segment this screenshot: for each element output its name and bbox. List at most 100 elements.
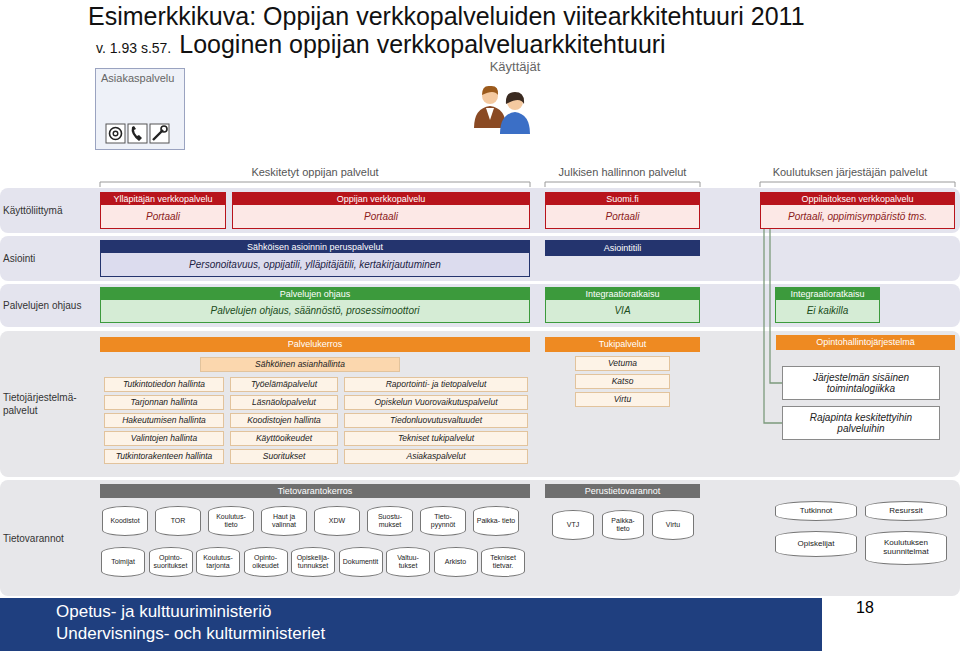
service-item: Koodistojen hallinta — [230, 413, 338, 428]
data-store: Paikka- tieto — [602, 510, 644, 540]
service-box: IntegraatioratkaisuEi kaikilla — [775, 287, 880, 323]
node-text: Järjestelmän sisäinen toimintalogiikka — [783, 371, 939, 396]
node-text: Koodistot — [109, 517, 140, 525]
connector-line — [764, 229, 782, 423]
box-body: Ei kaikilla — [776, 300, 879, 322]
service-item: Käyttöoikeudet — [230, 431, 338, 446]
node-text: Hakeutumisen hallinta — [120, 416, 208, 426]
data-store: Opinto- oikeudet — [244, 547, 288, 577]
data-store: Arkisto — [434, 547, 478, 577]
node-text: Tutkinnot — [799, 507, 834, 516]
data-store: TOR — [155, 506, 201, 536]
node-text: Palvelukerros — [285, 339, 346, 349]
page-number: 18 — [845, 598, 885, 617]
node-text: Opiskelun Vuorovaikutuspalvelut — [372, 398, 499, 408]
box-body: Portaali, oppimisympäristö tms. — [761, 205, 954, 228]
node-text: Läsnäolopalvelut — [250, 398, 318, 408]
node-text: Koodistojen hallinta — [245, 416, 323, 426]
service-item: Tekniset tukipalvelut — [344, 431, 528, 446]
data-store: Suostu- mukset — [367, 506, 413, 536]
column-heading: Koulutuksen järjestäjän palvelut — [740, 166, 960, 179]
data-store: Toimijat — [101, 547, 145, 577]
node-text: Dokumentit — [342, 558, 379, 566]
column-heading: Keskitetyt oppijan palvelut — [190, 166, 440, 179]
node-text: Opinto- suoritukset — [150, 554, 192, 569]
node-text: Asiointitili — [601, 243, 645, 253]
header-bar: Perustietovarannot — [545, 484, 700, 498]
service-item: Valintojen hallinta — [104, 431, 224, 446]
node-text: Tieto- pyynnöt — [421, 513, 465, 528]
service-box: Palvelujen ohjausPalvelujen ohjaus, sään… — [100, 287, 530, 323]
node-text: Tukipalvelut — [596, 339, 650, 349]
box-heading: Oppijan verkkopalvelu — [233, 193, 529, 205]
node-text: TOR — [170, 517, 187, 525]
node-text: Opintohallintojärjestelmä — [813, 337, 918, 347]
service-item: Vetuma — [575, 356, 670, 371]
node-text: Asiointi — [0, 252, 94, 265]
subtitle: Looginen oppijan verkkopalveluarkkitehtu… — [179, 30, 665, 59]
node-text: Suoritukset — [261, 452, 308, 462]
service-item: Sähköinen asianhallinta — [200, 357, 400, 372]
data-store: Tekniset tietvar. — [481, 547, 525, 577]
node-text: Opiskelija- tunnukset — [292, 554, 334, 569]
layer-band: AsiointiSähköisen asioinnin peruspalvelu… — [0, 236, 960, 281]
box-heading: Palvelujen ohjaus — [101, 288, 529, 300]
node-text: Tietovarantokerros — [275, 486, 356, 496]
node-text: Opiskelijat — [797, 540, 836, 549]
box-body: Palvelujen ohjaus, säännöstö, prosessimo… — [101, 300, 529, 322]
service-item: Hakeutumisen hallinta — [104, 413, 224, 428]
layer-band: TietovarannotTietovarantokerrosKoodistot… — [0, 480, 960, 596]
service-box: Suomi.fiPortaali — [545, 192, 700, 229]
box-body: Portaali — [233, 205, 529, 228]
node-text: Tekniset tukipalvelut — [396, 434, 476, 444]
node-text: XDW — [328, 517, 346, 525]
data-store: Koodistot — [102, 506, 148, 536]
group-bracket — [100, 182, 955, 187]
service-item: Tutkintorakenteen hallinta — [104, 449, 224, 464]
data-store: Dokumentit — [339, 547, 383, 577]
node-text: Palvelujen ohjaus — [0, 299, 94, 312]
data-store: VTJ — [552, 510, 594, 540]
node-text: Raportointi- ja tietopalvelut — [384, 380, 489, 390]
node-text: Paikka- tieto — [603, 517, 643, 532]
box-body: VIA — [546, 300, 699, 322]
node-text: Tekniset tietvar. — [482, 554, 524, 569]
header-bar: Tietovarantokerros — [100, 484, 530, 498]
node-text: Toimijat — [110, 558, 136, 566]
box-body: Personoitavuus, oppijatili, ylläpitäjäti… — [101, 253, 529, 276]
data-store: Opiskelijat — [775, 531, 857, 557]
header-bar: Asiointitili — [545, 240, 700, 256]
data-store: XDW — [314, 506, 360, 536]
node-text: Asiakaspalvelut — [404, 452, 467, 462]
logic-box: Rajapinta keskitettyihin palveluihin — [782, 406, 940, 440]
box-heading: Integraatioratkaisu — [776, 288, 879, 300]
data-store: Opinto- suoritukset — [149, 547, 193, 577]
service-item: Tiedonluovutusvaltuudet — [344, 413, 528, 428]
service-item: Työelämäpalvelut — [230, 377, 338, 392]
header-bar: Palvelukerros — [100, 337, 530, 352]
subtitle-row: v. 1.93 s.57. Looginen oppijan verkkopalv… — [96, 30, 666, 59]
box-heading: Integraatioratkaisu — [546, 288, 699, 300]
service-item: Raportointi- ja tietopalvelut — [344, 377, 528, 392]
data-store: Koulutuksen suunnitelmat — [865, 531, 947, 565]
service-box: Ylläpitäjän verkkopalveluPortaali — [100, 192, 226, 229]
node-text: Käyttöoikeudet — [254, 434, 314, 444]
service-item: Opiskelun Vuorovaikutuspalvelut — [344, 395, 528, 410]
node-text: Tiedonluovutusvaltuudet — [388, 416, 484, 426]
service-box: Oppijan verkkopalveluPortaali — [232, 192, 530, 229]
header-bar: Opintohallintojärjestelmä — [776, 335, 955, 350]
service-box: Oppilaitoksen verkkopalveluPortaali, opp… — [760, 192, 955, 229]
node-text: Tarjonnan hallinta — [129, 398, 200, 408]
contact-icons — [106, 124, 169, 143]
node-text: Tietojärjestelmä- palvelut — [0, 391, 94, 417]
layer-band: Tietojärjestelmä- palvelut PalvelukerrosS… — [0, 331, 960, 477]
users-label: Käyttäjät — [465, 59, 565, 75]
slide-title: Esimerkkikuva: Oppijan verkkopalveluiden… — [88, 1, 805, 31]
node-text: Virtu — [612, 395, 633, 405]
box-body: Portaali — [546, 205, 699, 228]
version-note: v. 1.93 s.57. — [96, 40, 171, 56]
node-text: Valtuu- tukset — [387, 554, 429, 569]
ministry-name: Undervisnings- och kulturministeriet — [56, 624, 756, 644]
box-heading: Ylläpitäjän verkkopalvelu — [101, 193, 225, 205]
